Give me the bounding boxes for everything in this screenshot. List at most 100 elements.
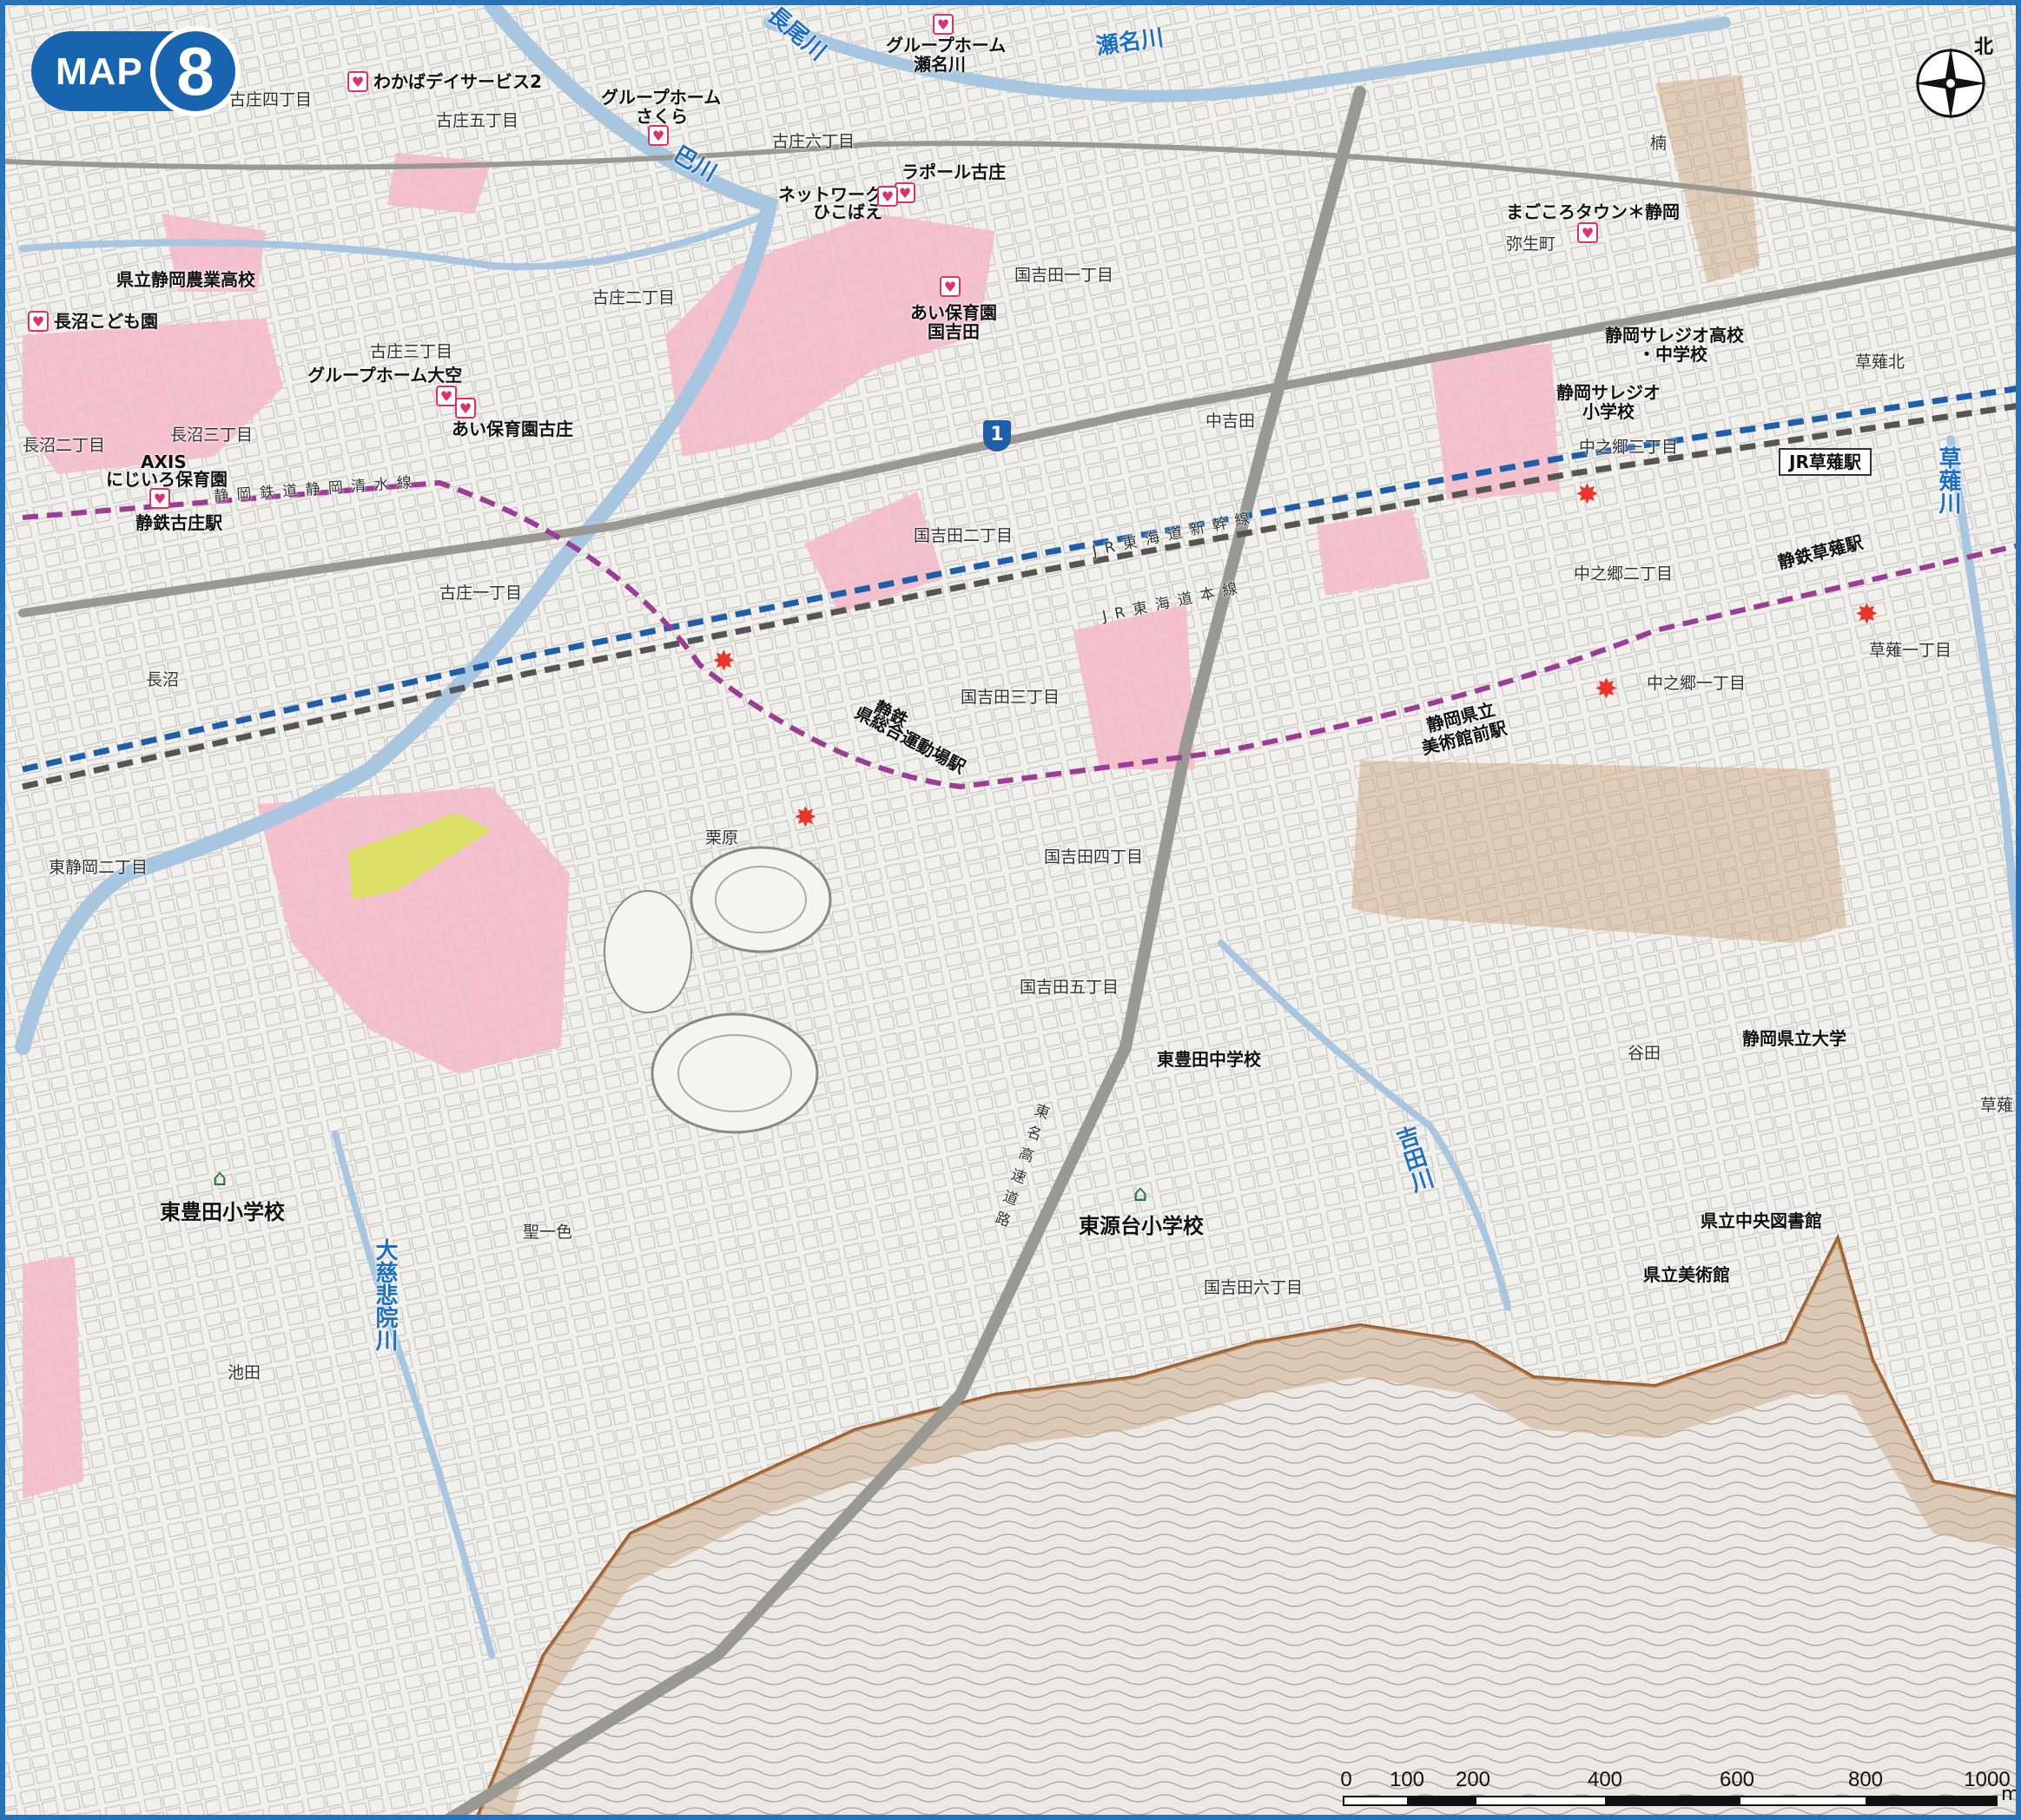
welfare-facility-icon: ♥ — [877, 186, 898, 207]
scale-tick: 1000 — [1964, 1768, 2011, 1791]
facility-label: ・中学校 — [1638, 344, 1707, 365]
town-label: 谷田 — [1628, 1044, 1661, 1063]
welfare-facility-icon: ♥ — [347, 71, 368, 92]
town-label: 中之郷二丁目 — [1574, 564, 1674, 584]
town-label: 草薙北 — [1855, 353, 1905, 372]
main-roads — [5, 86, 2016, 1815]
town-label: 弥生町 — [1506, 234, 1556, 254]
welfare-facility-icon: ♥ — [933, 14, 954, 35]
route-1-shield: 1 — [983, 420, 1011, 452]
facility-label: 県立美術館 — [1643, 1264, 1730, 1285]
scale-tick: 400 — [1587, 1768, 1623, 1791]
town-label: 国吉田四丁目 — [1044, 847, 1144, 867]
scale-tick: 800 — [1847, 1768, 1884, 1791]
facility-label: 静岡県立大学 — [1742, 1028, 1846, 1049]
scale-segment — [1343, 1796, 1409, 1806]
sediment-hazard-band — [478, 1238, 2016, 1815]
station-marker-icon: ✸ — [1855, 597, 1879, 630]
welfare-facility-icon: ♥ — [436, 386, 457, 406]
town-label: 草薙一丁目 — [1869, 641, 1952, 660]
town-label: 中之郷一丁目 — [1647, 674, 1747, 693]
town-label: 聖一色 — [523, 1223, 573, 1242]
facility-label: 県立中央図書館 — [1701, 1210, 1822, 1231]
station-label-box: JR草薙駅 — [1779, 448, 1872, 476]
shizutetsu-line — [22, 479, 2016, 790]
shelter-school-icon: ⌂ — [212, 1165, 228, 1191]
scale-tick: 0 — [1340, 1768, 1352, 1791]
jr-tokaido-line — [22, 403, 2016, 790]
shelter-label: 東豊田小学校 — [160, 1200, 285, 1224]
scale-segment — [1409, 1796, 1475, 1806]
town-label: 古庄五丁目 — [436, 111, 519, 130]
brown-hazard-zone-north — [1655, 75, 1760, 283]
town-label: 古庄二丁目 — [592, 288, 676, 307]
facility-label: 県立静岡農業高校 — [116, 269, 255, 290]
town-label: 古庄一丁目 — [439, 584, 523, 603]
scale-unit: m — [2001, 1784, 2020, 1805]
facility-label: わかばデイサービス2 — [373, 71, 542, 92]
facility-label: AXIS — [141, 452, 187, 472]
town-label: 東静岡二丁目 — [49, 858, 149, 877]
scale-bar: 0 100 200 400 600 800 1000 m — [1334, 1768, 2016, 1815]
facility-label: グループホーム大空 — [307, 365, 463, 386]
town-label: 国吉田五丁目 — [1020, 978, 1119, 997]
facility-label: ひこばえ — [813, 201, 882, 222]
scale-segment — [1607, 1796, 1739, 1806]
map-base-layer — [5, 5, 2016, 1815]
compass-north-label: 北 — [1973, 36, 1993, 58]
station-label: 静鉄古庄駅 — [135, 512, 222, 533]
facility-label: 東豊田中学校 — [1157, 1049, 1261, 1070]
map-number-badge: MAP 8 — [31, 26, 241, 116]
hill-terrain — [478, 1238, 2016, 1815]
stadium — [604, 846, 832, 1134]
map-badge-word: MAP — [56, 50, 143, 93]
welfare-facility-icon: ♥ — [1577, 222, 1598, 243]
scale-segment — [1475, 1796, 1607, 1806]
facility-label: 長沼こども園 — [54, 311, 158, 332]
town-label: 長沼二丁目 — [23, 436, 106, 455]
town-label: 国吉田三丁目 — [961, 688, 1060, 707]
town-label: 池田 — [228, 1363, 261, 1382]
town-label: 国吉田六丁目 — [1204, 1278, 1304, 1297]
facility-label: にじいろ保育園 — [106, 469, 228, 490]
facility-label: あい保育園 — [910, 302, 997, 323]
welfare-facility-icon: ♥ — [28, 311, 49, 332]
town-label: 国吉田一丁目 — [1014, 266, 1114, 285]
rivers — [15, 5, 2016, 1658]
river-label: 大慈悲院川 — [372, 1238, 398, 1351]
facility-label: あい保育園古庄 — [452, 419, 573, 439]
facility-label: ネットワーク — [778, 184, 882, 205]
shelter-school-icon: ⌂ — [1133, 1181, 1148, 1207]
compass-rose-icon — [1914, 47, 1987, 120]
facility-label: ラポール古庄 — [902, 162, 1006, 182]
town-label: 楠 — [1650, 134, 1668, 153]
facility-label: 静岡サレジオ — [1556, 382, 1661, 403]
map-badge-number: 8 — [150, 26, 241, 116]
sediment-boundary-line — [476, 1233, 2016, 1815]
facility-label: 静岡サレジオ高校 — [1605, 325, 1744, 346]
scale-tick: 100 — [1389, 1768, 1425, 1791]
town-label: 長沼 — [146, 670, 180, 689]
jr-shinkansen — [22, 386, 2016, 773]
facility-label: グループホーム — [601, 87, 722, 108]
station-marker-icon: ✸ — [1575, 478, 1599, 511]
brown-hazard-zone — [1351, 761, 1846, 943]
welfare-facility-icon: ♥ — [940, 276, 961, 297]
scale-segment — [1867, 1796, 1998, 1806]
facility-label: まごころタウン＊静岡 — [1506, 201, 1680, 222]
scale-tick: 200 — [1455, 1768, 1491, 1791]
town-label: 古庄四丁目 — [229, 90, 313, 109]
station-marker-icon: ✸ — [1595, 672, 1618, 705]
facility-label: グループホーム — [886, 35, 1007, 56]
facility-label: さくら — [636, 106, 688, 127]
town-label: 国吉田二丁目 — [914, 526, 1014, 545]
town-label: 中吉田 — [1205, 412, 1256, 431]
facility-label: 国吉田 — [928, 321, 980, 342]
town-label: 長沼三丁目 — [170, 425, 254, 445]
welfare-facility-icon: ♥ — [149, 488, 170, 509]
shelter-label: 東源台小学校 — [1079, 1214, 1204, 1238]
town-label: 古庄六丁目 — [772, 132, 855, 151]
facility-label: 小学校 — [1582, 401, 1635, 422]
welfare-facility-icon: ♥ — [455, 398, 476, 419]
